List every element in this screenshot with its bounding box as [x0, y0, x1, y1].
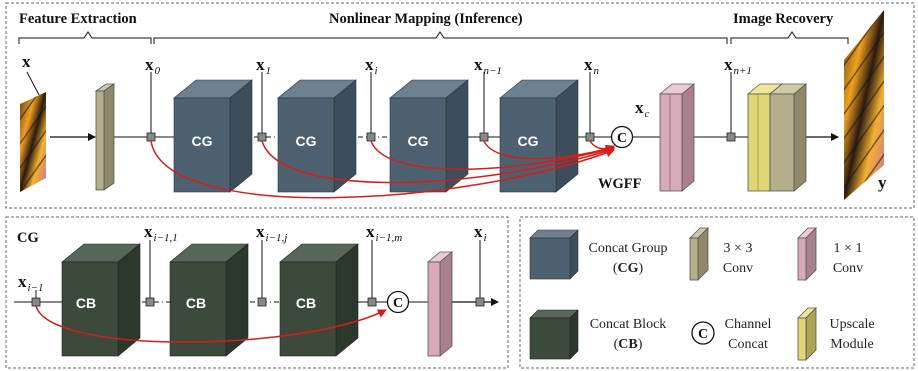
- legend-conv3-icon: [689, 227, 709, 281]
- bottom-left-panel-frame: [5, 216, 509, 369]
- cb-block-3: [279, 243, 359, 357]
- node-xi: [366, 132, 376, 142]
- node-x0: [146, 132, 156, 142]
- brace-feature-extraction: [18, 31, 152, 44]
- legend-cg-line2: (CG): [613, 261, 644, 276]
- concat-node-bottom: [386, 290, 410, 314]
- conv1x1-top: [658, 83, 696, 192]
- concat-symbol-top: C: [617, 131, 627, 146]
- label-x1: x1: [256, 55, 271, 77]
- top-skip-arrows: [150, 140, 615, 199]
- legend-upscale-line2: Module: [830, 337, 874, 352]
- cb-label-3: CB: [296, 295, 316, 311]
- input-var-x: x: [22, 52, 31, 71]
- brace-image-recovery: [730, 31, 849, 44]
- skip-arrow-x1: [261, 140, 615, 184]
- legend-concat-symbol: C: [698, 327, 708, 342]
- cg-tap-lines: [35, 240, 481, 302]
- cg-label-x-in: xi−1: [18, 272, 43, 294]
- cg-node-j: [257, 297, 267, 307]
- conv1x1-bottom: [426, 251, 454, 357]
- cg-label-1: CG: [192, 133, 213, 149]
- input-pointer: [26, 71, 40, 96]
- section-feature-extraction: Feature Extraction: [19, 11, 137, 27]
- cg-node-out: [475, 297, 485, 307]
- label-xn-plus-1: xn+1: [724, 55, 752, 77]
- conv3x3-feature-extraction: [94, 83, 116, 191]
- label-xn1: xn−1: [474, 55, 502, 77]
- concat-node-top: [610, 125, 634, 149]
- cg-detail-title: CG: [17, 230, 39, 246]
- legend-conv3-line1: 3 × 3: [724, 241, 753, 256]
- legend-conv1-line2: Conv: [833, 261, 863, 276]
- skip-arrow-x0: [150, 140, 615, 199]
- cg-block-3: [389, 79, 469, 193]
- node-xn1-out: [726, 132, 736, 142]
- legend-cb-line1: Concat Block: [590, 317, 667, 332]
- legend-cb-line2: (CB): [614, 337, 643, 352]
- tap-nodes: [146, 132, 736, 142]
- cg-label-xj: xi−1,j: [256, 222, 287, 244]
- legend-upscale-line1: Upscale: [829, 317, 874, 332]
- cg-block-2: [277, 79, 357, 193]
- legend-cb-icon: [529, 309, 579, 360]
- legend-cg-icon: [529, 229, 579, 280]
- cg-label-2: CG: [296, 133, 317, 149]
- skip-arrow-xn: [589, 140, 615, 154]
- skip-arrow-xi: [370, 140, 615, 170]
- concat-symbol-bottom: C: [393, 296, 403, 311]
- cg-block-1: [173, 79, 253, 193]
- cg-label-3: CG: [408, 133, 429, 149]
- legend-concat-icon: [691, 321, 715, 345]
- output-image: [844, 10, 884, 200]
- brace-nonlinear-mapping: [153, 31, 728, 44]
- cb-block-2: [169, 243, 249, 357]
- input-image: [20, 92, 46, 192]
- cg-block-4: [499, 79, 579, 193]
- legend-conv1-icon: [797, 227, 817, 281]
- section-image-recovery: Image Recovery: [733, 11, 834, 27]
- top-panel-frame: [5, 2, 915, 209]
- legend-conv1-line1: 1 × 1: [834, 241, 863, 256]
- legend-concat-line2: Concat: [728, 337, 768, 352]
- legend-upscale-icon: [797, 307, 817, 361]
- legend-panel-frame: [519, 216, 915, 369]
- cg-label-4: CG: [518, 133, 539, 149]
- skip-arrow-xn1: [483, 140, 615, 160]
- cg-label-x-out: xi: [474, 222, 487, 244]
- legend-concat-line1: Channel: [725, 317, 772, 332]
- node-xn1: [479, 132, 489, 142]
- cg-label-x1: xi−1,1: [144, 222, 178, 244]
- label-xn: xn: [584, 55, 600, 77]
- label-xi: xi: [365, 55, 378, 77]
- tap-lines: [150, 72, 732, 137]
- cb-label-2: CB: [186, 295, 206, 311]
- legend-conv3-line2: Conv: [723, 261, 753, 276]
- legend-cg-line1: Concat Group: [589, 241, 668, 256]
- wgff-label: WGFF: [598, 176, 642, 192]
- label-x0: x0: [145, 55, 161, 77]
- cg-node-m: [367, 297, 377, 307]
- label-xc: xc: [635, 98, 650, 120]
- section-nonlinear-mapping: Nonlinear Mapping (Inference): [329, 11, 523, 27]
- cg-label-xm: xi−1,m: [366, 222, 402, 244]
- cg-node-in: [31, 297, 41, 307]
- node-x1: [257, 132, 267, 142]
- cb-block-1: [61, 243, 141, 357]
- cg-node-1: [145, 297, 155, 307]
- node-xn: [585, 132, 595, 142]
- cb-label-1: CB: [76, 295, 96, 311]
- cg-skip-arrow: [35, 305, 387, 343]
- conv3x3-recovery: [768, 83, 808, 192]
- output-var-y: y: [878, 173, 887, 192]
